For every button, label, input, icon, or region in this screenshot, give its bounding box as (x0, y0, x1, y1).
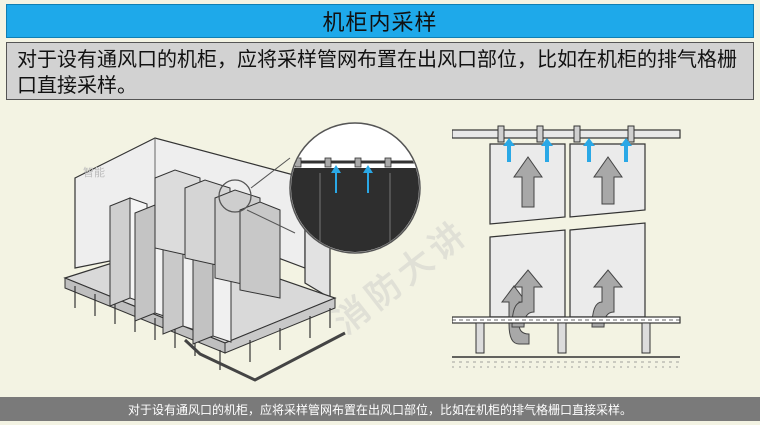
airflow-arrow-icon (514, 157, 622, 207)
description-text: 对于设有通风口的机柜，应将采样管网布置在出风口部位，比如在机柜的排气格栅口直接采… (17, 47, 737, 97)
caption-bar: 对于设有通风口的机柜，应将采样管网布置在出风口部位，比如在机柜的排气格栅口直接采… (0, 397, 760, 421)
floor-supports (476, 323, 650, 353)
caption-text: 对于设有通风口的机柜，应将采样管网布置在出风口部位，比如在机柜的排气格栅口直接采… (128, 401, 632, 418)
cabinet-section-illustration (452, 122, 684, 372)
description-box: 对于设有通风口的机柜，应将采样管网布置在出风口部位，比如在机柜的排气格栅口直接采… (6, 42, 754, 100)
ground-hatch (452, 362, 680, 367)
top-sampling-pipe (452, 130, 680, 138)
title-bar: 机柜内采样 (6, 4, 754, 38)
slide-title: 机柜内采样 (322, 5, 437, 37)
small-logo: 智能 (83, 165, 105, 179)
server-room-illustration: 智能 (55, 118, 450, 388)
